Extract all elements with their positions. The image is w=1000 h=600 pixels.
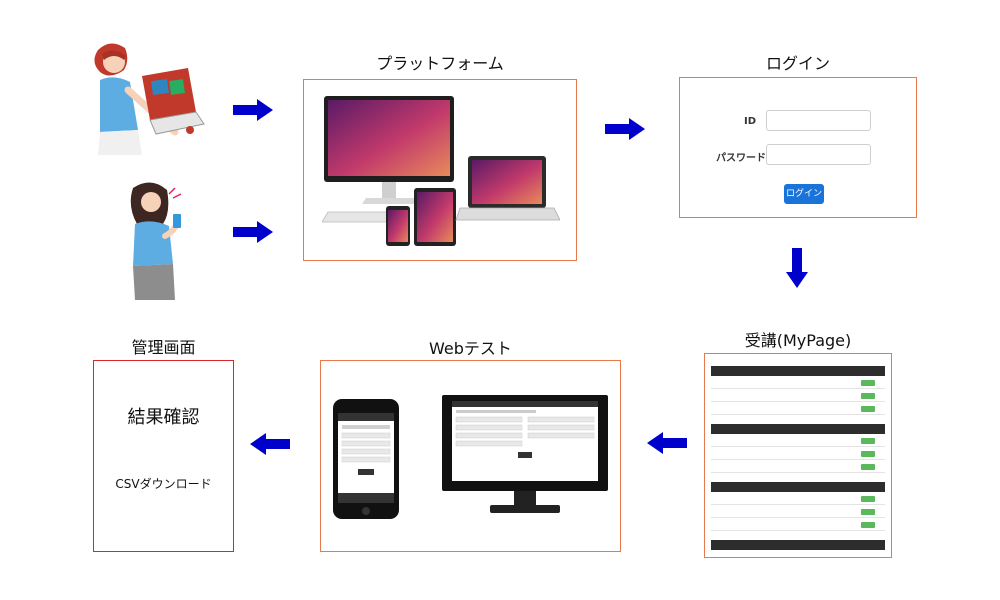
monitor-illustration — [442, 395, 608, 513]
mypage-status-badge — [861, 393, 875, 399]
smartphone-illustration — [333, 399, 399, 519]
csv-download-label[interactable]: CSVダウンロード — [115, 477, 212, 491]
login-button[interactable]: ログイン — [784, 184, 824, 204]
arrow-right-icon — [605, 118, 645, 140]
manage-title: 管理画面 — [131, 338, 196, 357]
arrow-left-icon — [647, 432, 687, 454]
arrow-right-icon — [233, 221, 273, 243]
mypage-course-row[interactable] — [711, 448, 885, 460]
manage-box: 結果確認 CSVダウンロード — [93, 360, 234, 552]
arrow-right-icon — [233, 99, 273, 121]
mypage-status-badge — [861, 464, 875, 470]
woman-smartphone-illustration — [130, 182, 182, 300]
mypage-course-row[interactable] — [711, 493, 885, 505]
mypage-box — [704, 353, 892, 558]
platform-box — [303, 79, 577, 261]
platform-title: プラットフォーム — [376, 54, 504, 73]
mypage-course-row[interactable] — [711, 390, 885, 402]
login-id-input[interactable] — [766, 110, 871, 131]
devices-illustration — [322, 96, 560, 246]
mypage-section-header — [711, 540, 885, 550]
mypage-status-badge — [861, 406, 875, 412]
mypage-status-badge — [861, 496, 875, 502]
login-title: ログイン — [765, 54, 830, 73]
login-password-label: パスワード — [716, 153, 766, 164]
woman-laptop-illustration — [94, 43, 205, 155]
login-box: ID パスワード ログイン — [679, 77, 917, 218]
mypage-status-badge — [861, 509, 875, 515]
mypage-course-row[interactable] — [711, 506, 885, 518]
mypage-section-header — [711, 482, 885, 492]
mypage-status-badge — [861, 451, 875, 457]
mypage-section-header — [711, 366, 885, 376]
mypage-status-badge — [861, 438, 875, 444]
mypage-status-badge — [861, 522, 875, 528]
mypage-course-row[interactable] — [711, 435, 885, 447]
result-check-label: 結果確認 — [127, 407, 200, 428]
login-id-label: ID — [744, 116, 757, 127]
mypage-title: 受講(MyPage) — [744, 331, 852, 350]
webtest-box — [320, 360, 621, 552]
arrow-down-icon — [786, 248, 808, 288]
mypage-section-header — [711, 424, 885, 434]
login-password-input[interactable] — [766, 144, 871, 165]
mypage-status-badge — [861, 380, 875, 386]
mypage-course-row[interactable] — [711, 461, 885, 473]
mypage-course-row[interactable] — [711, 403, 885, 415]
mypage-course-row[interactable] — [711, 377, 885, 389]
arrow-left-icon — [250, 433, 290, 455]
webtest-title: Webテスト — [429, 339, 512, 358]
mypage-course-row[interactable] — [711, 519, 885, 531]
